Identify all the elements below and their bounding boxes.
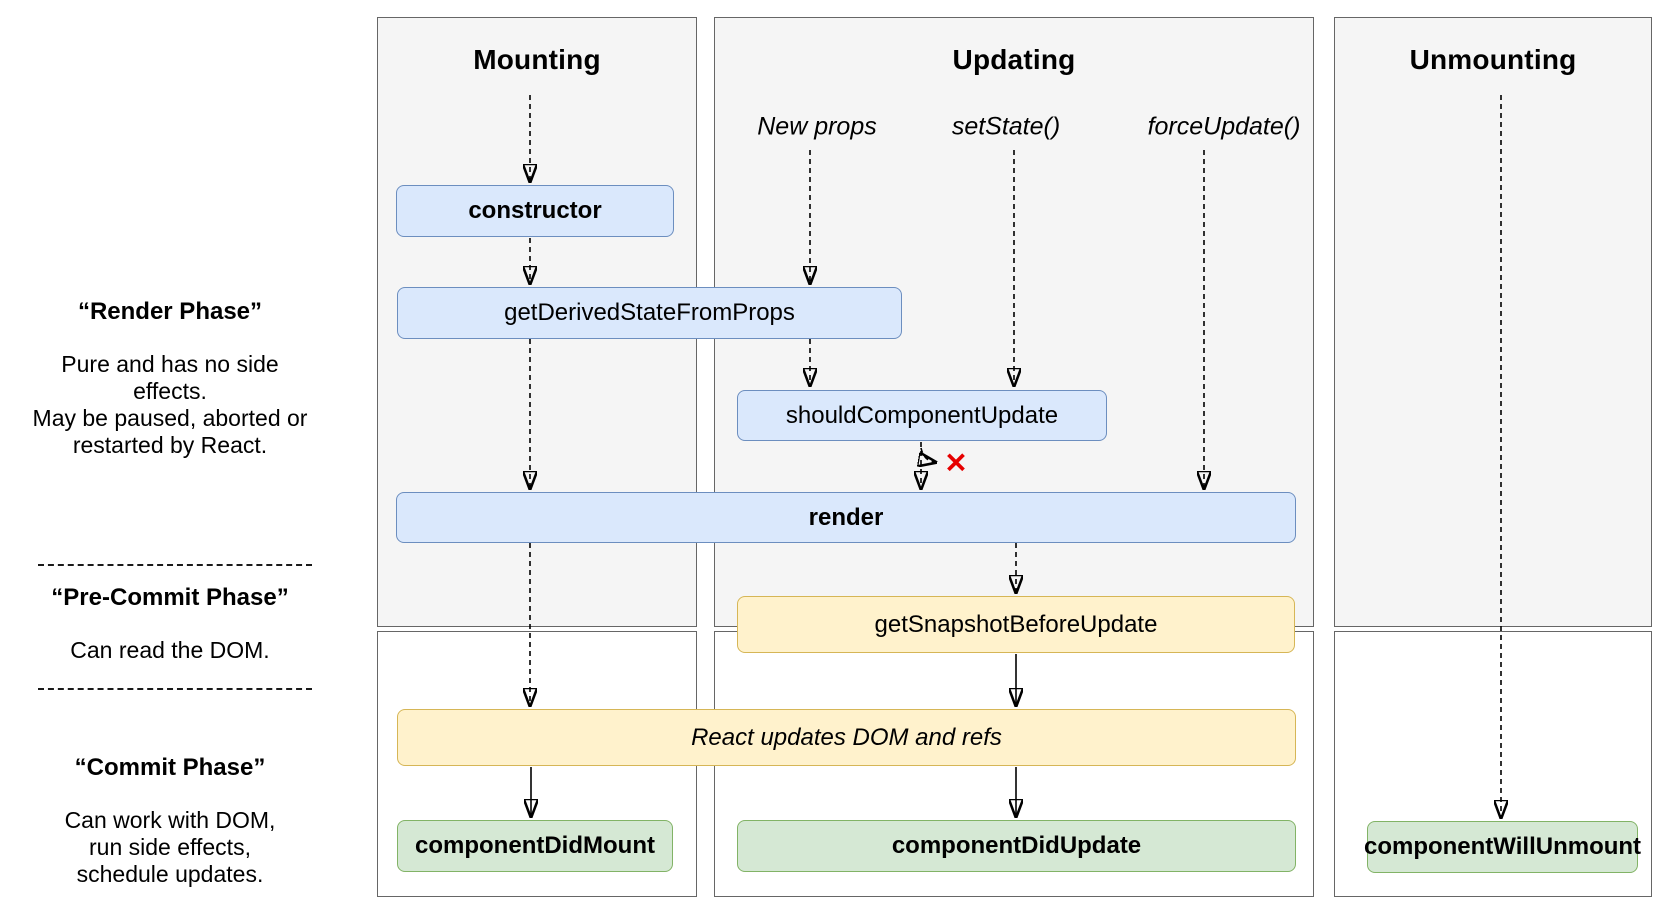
node-getsnapshotbeforeupdate: getSnapshotBeforeUpdate — [737, 596, 1295, 653]
render-phase-desc-line: Pure and has no side effects. — [61, 351, 279, 404]
pre-commit-phase-title: “Pre-Commit Phase” — [51, 584, 289, 611]
commit-phase-title: “Commit Phase” — [74, 754, 266, 781]
trigger-new-props: New props — [757, 112, 877, 141]
unmounting-column-render-section: Unmounting — [1334, 17, 1652, 627]
trigger-set-state: setState() — [951, 112, 1061, 141]
render-phase-desc-line: May be paused, aborted or — [32, 405, 308, 431]
mounting-column-header: Mounting — [473, 44, 601, 75]
pre-commit-phase-desc-line: Can read the DOM. — [70, 637, 270, 663]
node-render: render — [396, 492, 1296, 543]
node-componentdidmount: componentDidMount — [397, 820, 673, 872]
commit-phase-desc-line: schedule updates. — [76, 861, 264, 887]
phase-divider-bottom — [38, 688, 312, 690]
pre-commit-phase-annotation: “Pre-Commit Phase” Can read the DOM. — [28, 583, 312, 664]
commit-phase-desc-line: Can work with DOM, — [64, 807, 276, 833]
node-componentdidupdate: componentDidUpdate — [737, 820, 1296, 872]
node-react-updates-dom: React updates DOM and refs — [397, 709, 1296, 766]
render-phase-title: “Render Phase” — [77, 298, 263, 325]
unmounting-column-header: Unmounting — [1409, 44, 1577, 75]
render-phase-desc-line: restarted by React. — [72, 432, 268, 458]
skip-update-x-icon: ✕ — [944, 447, 968, 479]
node-shouldcomponentupdate: shouldComponentUpdate — [737, 390, 1107, 441]
render-phase-annotation: “Render Phase” Pure and has no side effe… — [28, 297, 312, 459]
node-componentwillunmount: componentWillUnmount — [1364, 821, 1641, 873]
phase-divider-top — [38, 564, 312, 566]
trigger-force-update: forceUpdate() — [1147, 112, 1301, 141]
commit-phase-annotation: “Commit Phase” Can work with DOM, run si… — [28, 753, 312, 888]
node-getderivedstatefromprops: getDerivedStateFromProps — [397, 287, 902, 339]
commit-phase-desc-line: run side effects, — [89, 834, 251, 860]
node-constructor: constructor — [396, 185, 674, 237]
updating-column-header: Updating — [952, 44, 1076, 75]
